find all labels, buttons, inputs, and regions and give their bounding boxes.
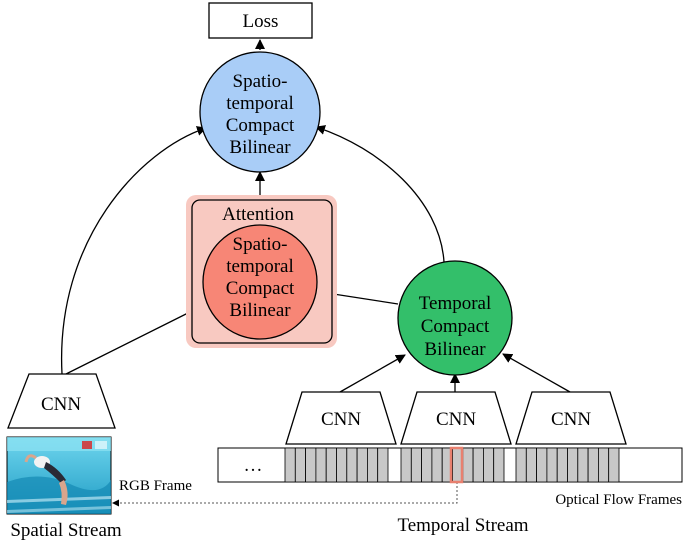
flow-frame xyxy=(567,447,579,483)
flow-frame xyxy=(493,447,505,483)
flow-frame xyxy=(366,447,379,483)
spatiotemporal-top-node: Spatio- temporal Compact Bilinear xyxy=(199,51,321,173)
flow-frame xyxy=(472,447,484,483)
spatiotemporal-top-circle xyxy=(199,51,321,173)
temporal-compact-circle xyxy=(397,260,513,376)
flow-frames xyxy=(284,447,620,483)
flow-frame xyxy=(305,447,317,483)
flow-frame xyxy=(410,447,422,483)
spatiotemporal-top-line1: Spatio- xyxy=(233,71,288,92)
arrow-spatial-cnn-to-attention xyxy=(65,305,203,375)
flow-frame xyxy=(325,447,337,483)
flow-frame xyxy=(294,447,306,483)
flow-frame xyxy=(400,447,412,483)
loss-label: Loss xyxy=(243,11,279,32)
attention-label: Attention xyxy=(222,204,294,225)
flow-ellipsis: … xyxy=(244,455,263,476)
temporal-compact-line1: Temporal xyxy=(419,293,492,314)
flow-frame xyxy=(556,447,568,483)
arrow-temporal-to-top xyxy=(315,125,445,263)
temporal-compact-node: Temporal Compact Bilinear xyxy=(397,260,513,376)
spatial-stream-caption: Spatial Stream xyxy=(10,520,122,541)
flow-frame xyxy=(598,447,610,483)
highlighted-flow-frame xyxy=(449,446,464,484)
temporal-compact-line2: Compact xyxy=(421,316,490,337)
flow-frame xyxy=(356,447,368,483)
temporal-cnn-1: CNN xyxy=(285,391,397,445)
temporal-cnn-2: CNN xyxy=(400,391,512,445)
spatiotemporal-attention-line2: temporal xyxy=(226,256,294,277)
arrow-temporal-cnn3-to-temporal xyxy=(502,353,571,393)
flow-frame xyxy=(525,447,537,483)
spatiotemporal-top-line3: Compact xyxy=(226,115,295,136)
flow-frame xyxy=(377,447,389,483)
temporal-cnn-1-label: CNN xyxy=(321,409,361,430)
arrow-spatial-cnn-to-top xyxy=(60,126,207,375)
flow-frame xyxy=(315,447,327,483)
flow-frame xyxy=(546,447,558,483)
connections xyxy=(60,39,571,507)
temporal-cnn-2-label: CNN xyxy=(436,409,476,430)
spatiotemporal-top-line2: temporal xyxy=(226,93,294,114)
temporal-cnn-3-label: CNN xyxy=(551,409,591,430)
spatial-cnn-label: CNN xyxy=(41,394,81,415)
flow-frame xyxy=(587,447,599,483)
rgb-frame-label: RGB Frame xyxy=(119,478,192,494)
flow-frame xyxy=(482,447,495,483)
temporal-cnn-3: CNN xyxy=(515,391,627,445)
arrow-rgb-frame xyxy=(112,482,458,507)
arrow-temporal-cnn1-to-temporal xyxy=(339,354,406,393)
temporal-stream-caption: Temporal Stream xyxy=(397,515,528,536)
flow-frame xyxy=(346,447,358,483)
rgb-frame-image xyxy=(6,436,112,515)
spatiotemporal-attention-line3: Compact xyxy=(226,278,295,299)
flow-frame xyxy=(462,447,474,483)
flow-frame xyxy=(608,447,620,483)
flow-frame xyxy=(431,447,443,483)
optical-flow-label: Optical Flow Frames xyxy=(555,492,682,508)
spatiotemporal-attention-circle xyxy=(202,224,318,340)
spatiotemporal-attention-line1: Spatio- xyxy=(233,234,288,255)
optical-flow-strip: … xyxy=(217,446,683,484)
temporal-compact-line3: Bilinear xyxy=(424,339,486,360)
attention-module: Attention Spatio- temporal Compact Bilin… xyxy=(186,195,337,348)
spatiotemporal-top-line4: Bilinear xyxy=(229,137,291,158)
flow-frame xyxy=(515,447,527,483)
flow-frame xyxy=(284,447,296,483)
flow-frame xyxy=(577,447,589,483)
flow-frame xyxy=(421,447,433,483)
spatiotemporal-attention-line4: Bilinear xyxy=(229,300,291,321)
spatial-cnn: CNN xyxy=(7,373,116,429)
flow-frame xyxy=(336,447,348,483)
flow-frame xyxy=(536,447,548,483)
loss-node: Loss xyxy=(208,2,313,39)
